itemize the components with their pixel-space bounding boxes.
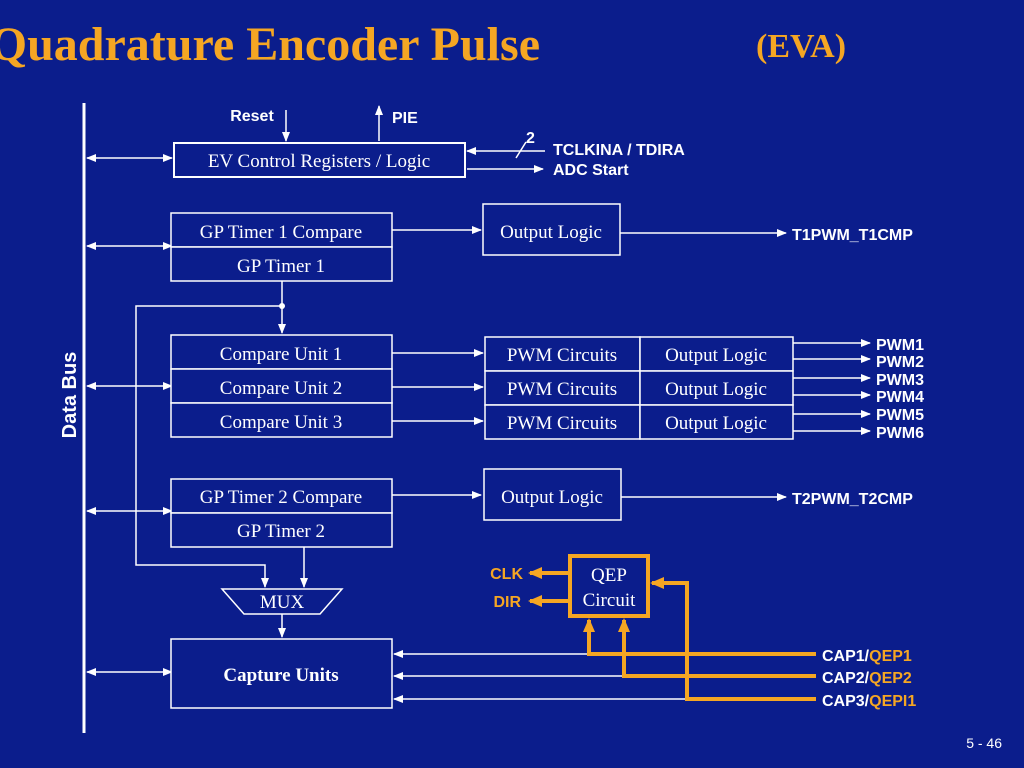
gp-timer2-compare-box	[170, 478, 393, 514]
reset-label: Reset	[230, 108, 274, 125]
qep-circuit-label-line2: Circuit	[583, 590, 636, 611]
compare-unit-2-box	[170, 368, 393, 404]
pwm2-label: PWM2	[876, 354, 924, 371]
compare-unit-3-box	[170, 402, 393, 438]
pie-label: PIE	[392, 110, 418, 127]
output-logic-1-label: Output Logic	[665, 345, 767, 366]
mux-shape	[220, 588, 344, 615]
t2pwm-label: T2PWM_T2CMP	[792, 491, 913, 508]
pwm-circuits-1-label: PWM Circuits	[507, 345, 617, 366]
gp-timer2-box	[170, 512, 393, 548]
clk-label: CLK	[490, 566, 523, 583]
page-subtitle: (EVA)	[756, 28, 846, 65]
timer2-output-logic-label: Output Logic	[501, 487, 603, 508]
ev-control-registers-label: EV Control Registers / Logic	[208, 151, 430, 172]
gp-timer1-compare-box	[170, 212, 393, 248]
output-logic-2-box	[639, 370, 794, 406]
gp-timer1-compare-label: GP Timer 1 Compare	[200, 222, 362, 243]
pwm-circuits-3-label: PWM Circuits	[507, 413, 617, 434]
compare-unit-1-label: Compare Unit 1	[220, 344, 342, 365]
bus-connectors	[86, 154, 173, 676]
pwm4-label: PWM4	[876, 389, 924, 406]
output-logic-3-box	[639, 404, 794, 440]
pwm-circuits-1-box	[484, 336, 641, 372]
gp-timer2-compare-label: GP Timer 2 Compare	[200, 487, 362, 508]
dir-label: DIR	[493, 594, 521, 611]
timer2-output-logic-box	[483, 468, 622, 521]
page-title: Quadrature Encoder Pulse	[0, 18, 540, 71]
ev-control-registers-box	[173, 142, 466, 178]
qep-circuit-box	[568, 554, 650, 618]
pwm-circuits-3-box	[484, 404, 641, 440]
pwm3-label: PWM3	[876, 372, 924, 389]
compare-unit-2-label: Compare Unit 2	[220, 378, 342, 399]
pwm-circuits-2-label: PWM Circuits	[507, 379, 617, 400]
pwm6-label: PWM6	[876, 425, 924, 442]
capture-units-box	[170, 638, 393, 709]
pwm5-label: PWM5	[876, 407, 924, 424]
timer1-output-logic-box	[482, 203, 621, 256]
tclk-label: TCLKINA / TDIRA	[553, 142, 685, 159]
qep-input-lines	[583, 577, 816, 701]
compare-unit-1-box	[170, 334, 393, 370]
bus-width-slash	[515, 141, 527, 159]
gp-timer2-label: GP Timer 2	[237, 521, 325, 542]
output-logic-3-label: Output Logic	[665, 413, 767, 434]
timer1-distribution	[135, 281, 286, 588]
compare-unit-3-label: Compare Unit 3	[220, 412, 342, 433]
pwm-output-arrows	[793, 339, 871, 435]
bus-width-label: 2	[526, 130, 535, 147]
timer1-output-logic-label: Output Logic	[500, 222, 602, 243]
page-number: 5 - 46	[966, 735, 1002, 751]
adc-start-label: ADC Start	[553, 162, 629, 179]
cap3-label: CAP3/QEPI1	[822, 693, 916, 710]
cap2-label: CAP2/QEP2	[822, 670, 912, 687]
gp-timer1-label: GP Timer 1	[237, 256, 325, 277]
output-logic-2-label: Output Logic	[665, 379, 767, 400]
cap1-label: CAP1/QEP1	[822, 648, 912, 665]
mux-label: MUX	[260, 592, 305, 613]
capture-units-label: Capture Units	[223, 665, 338, 686]
t1pwm-label: T1PWM_T1CMP	[792, 227, 913, 244]
data-bus-label: Data Bus	[59, 352, 81, 439]
qep-circuit-label-line1: QEP	[591, 565, 627, 586]
pwm1-label: PWM1	[876, 337, 924, 354]
